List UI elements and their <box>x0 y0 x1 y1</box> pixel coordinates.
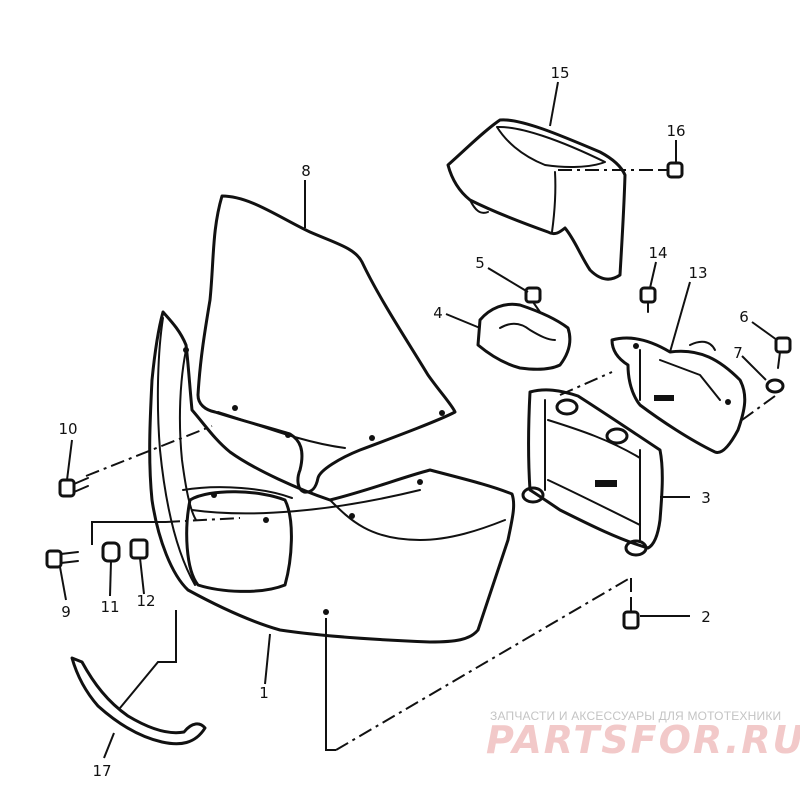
callout-labels: 8 15 16 5 4 14 13 6 7 3 2 10 9 11 12 1 1… <box>58 64 748 780</box>
nut-12-part <box>129 538 149 560</box>
callout-11: 11 <box>100 598 119 616</box>
watermark-logo: PARTSFOR.RU <box>486 718 800 762</box>
callout-7: 7 <box>733 344 743 362</box>
bolt-2-part <box>622 597 640 630</box>
bracket-4-part <box>476 302 572 371</box>
watermark-tagline: ЗАПЧАСТИ И АКСЕССУАРЫ ДЛЯ МОТОТЕХНИКИ <box>490 709 782 723</box>
callout-10: 10 <box>58 420 77 438</box>
front-cowling-part <box>148 310 516 644</box>
callout-8: 8 <box>301 162 311 180</box>
meter-cover-part <box>446 118 627 281</box>
screw-5-part <box>524 286 542 313</box>
windscreen-part <box>196 194 457 494</box>
lower-trim-17-part <box>70 656 207 746</box>
callout-1: 1 <box>259 684 269 702</box>
grommet-11-part <box>101 541 121 563</box>
bolt-10-part <box>58 477 89 498</box>
bolt-6-part <box>774 336 792 369</box>
bolt-16-part <box>660 161 684 179</box>
callout-2: 2 <box>701 608 711 626</box>
meter-bracket-13-part <box>610 336 747 455</box>
screw-14-part <box>639 286 657 313</box>
callout-6: 6 <box>739 308 749 326</box>
washer-7-part <box>765 378 785 394</box>
callout-9: 9 <box>61 603 71 621</box>
callout-13: 13 <box>688 264 707 282</box>
callout-5: 5 <box>475 254 485 272</box>
callout-3: 3 <box>701 489 711 507</box>
stay-frame-3-part <box>521 388 664 557</box>
callout-4: 4 <box>433 304 443 322</box>
leader-lines <box>59 81 778 759</box>
callout-14: 14 <box>648 244 667 262</box>
callout-17: 17 <box>92 762 111 780</box>
callout-16: 16 <box>666 122 685 140</box>
callout-15: 15 <box>550 64 569 82</box>
callout-12: 12 <box>136 592 155 610</box>
bolt-9-part <box>45 549 79 569</box>
